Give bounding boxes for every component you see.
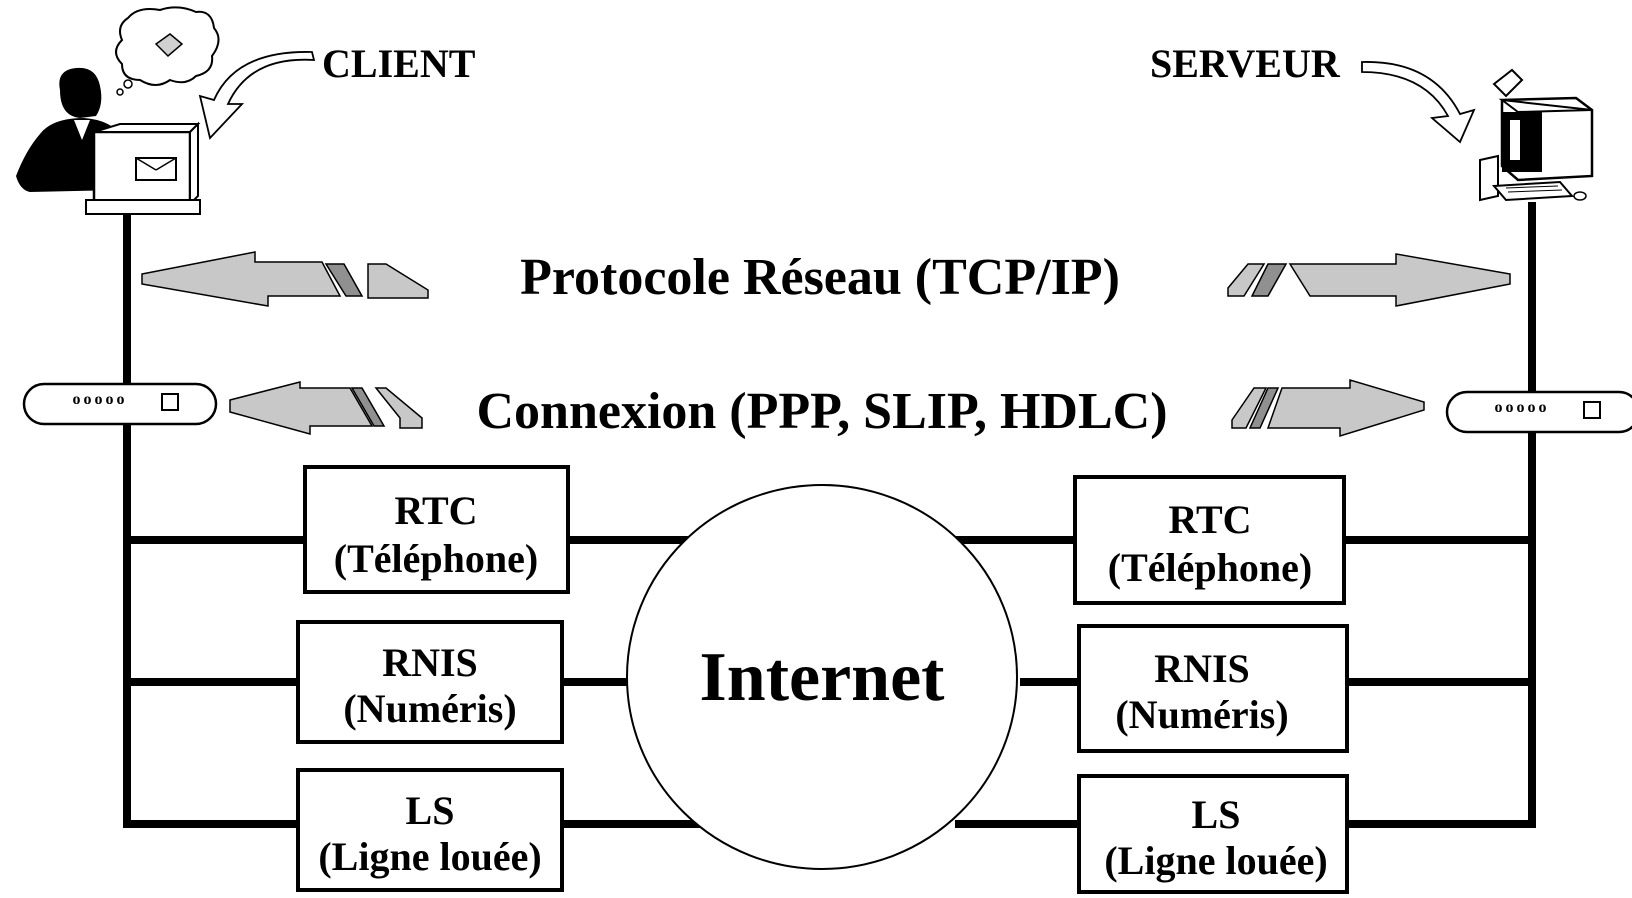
protocol-label: Protocole Réseau (TCP/IP)	[520, 249, 1120, 306]
server-computer-icon	[1479, 68, 1594, 202]
server-link-rnis-name: RNIS	[1154, 646, 1250, 691]
internet-links	[562, 536, 1079, 828]
client-modem-leds: ooooo	[73, 391, 128, 408]
server-link-rnis-detail: (Numéris)	[1115, 692, 1288, 737]
server-link-rtc-name: RTC	[1168, 497, 1251, 542]
client-user-icon	[16, 6, 220, 215]
client-link-rtc: RTC (Téléphone)	[303, 465, 570, 594]
connection-arrow-right	[1231, 378, 1425, 438]
client-link-rnis-name: RNIS	[382, 640, 478, 685]
internet-circle	[626, 484, 1018, 870]
client-link-ls-detail: (Ligne louée)	[318, 834, 541, 879]
server-label: SERVEUR	[1150, 41, 1341, 86]
client-link-rtc-detail: (Téléphone)	[334, 536, 538, 581]
client-curved-arrow	[198, 51, 316, 140]
server-link-ls: LS (Ligne louée)	[1077, 774, 1349, 894]
client-modem: ooooo	[22, 382, 218, 426]
protocol-arrow-right	[1227, 253, 1511, 307]
client-link-ls-name: LS	[406, 788, 455, 833]
server-link-rtc: RTC (Téléphone)	[1073, 475, 1346, 605]
client-link-rtc-name: RTC	[394, 488, 477, 533]
client-bus	[123, 205, 305, 828]
server-curved-arrow	[1361, 61, 1476, 144]
internet-label: Internet	[700, 639, 945, 716]
server-link-rtc-detail: (Téléphone)	[1108, 545, 1312, 590]
client-link-rnis: RNIS (Numéris)	[296, 620, 564, 744]
server-bus	[1344, 202, 1536, 828]
client-link-ls: LS (Ligne louée)	[296, 768, 564, 892]
connection-arrow-left	[229, 381, 423, 435]
client-link-rnis-detail: (Numéris)	[343, 686, 516, 731]
server-modem-leds: ooooo	[1495, 399, 1550, 416]
server-link-rnis: RNIS (Numéris)	[1077, 624, 1349, 753]
server-link-ls-name: LS	[1192, 792, 1241, 837]
server-link-ls-detail: (Ligne louée)	[1104, 838, 1327, 883]
server-modem: ooooo	[1445, 390, 1632, 434]
connection-label: Connexion (PPP, SLIP, HDLC)	[476, 383, 1167, 440]
protocol-arrow-left	[141, 251, 429, 307]
client-label: CLIENT	[322, 41, 476, 86]
